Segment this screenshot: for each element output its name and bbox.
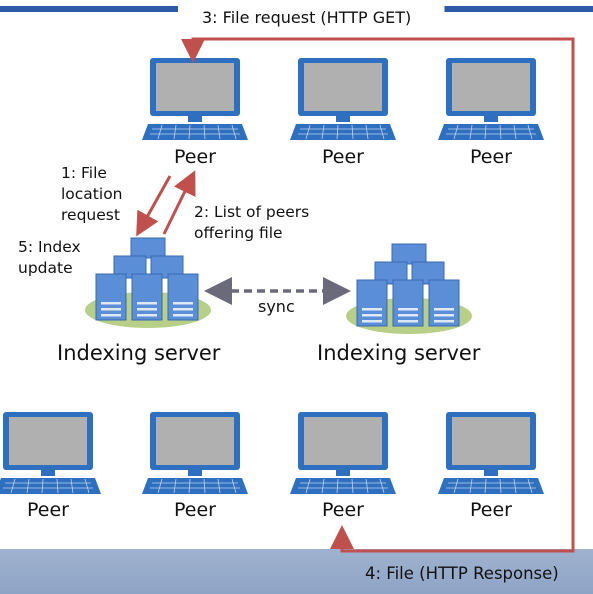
peer-label: Peer — [470, 146, 512, 168]
peer-label: Peer — [174, 146, 216, 168]
computer-icon — [141, 57, 249, 141]
file-response-arrow — [330, 525, 575, 553]
server-icon — [346, 244, 472, 334]
sync-label: sync — [258, 297, 295, 316]
indexing-server-label: Indexing server — [57, 341, 221, 365]
step2-label: 2: List of peers offering file — [194, 203, 310, 242]
step1-label: 1: File location request — [61, 164, 123, 224]
computer-icon — [141, 411, 249, 495]
peer-list-arrow — [162, 170, 196, 235]
computer-icon — [437, 411, 545, 495]
bottom-band — [0, 549, 593, 594]
file-response-label: 4: File (HTTP Response) — [365, 564, 559, 583]
server-icon — [85, 238, 211, 328]
peer-label: Peer — [322, 146, 364, 168]
file-request-label: 3: File request (HTTP GET) — [202, 8, 412, 27]
computer-icon — [0, 411, 102, 495]
peer-label: Peer — [322, 499, 364, 521]
top-band — [0, 6, 593, 12]
computer-icon — [289, 411, 397, 495]
indexing-server-label: Indexing server — [317, 341, 481, 365]
step5-label: 5: Index update — [18, 238, 81, 277]
computer-icon — [437, 57, 545, 141]
computer-icon — [289, 57, 397, 141]
peer-label: Peer — [470, 499, 512, 521]
location-request-arrow — [136, 175, 172, 237]
peer-label: Peer — [174, 499, 216, 521]
file-request-arrow — [181, 37, 575, 537]
peer-label: Peer — [27, 499, 69, 521]
